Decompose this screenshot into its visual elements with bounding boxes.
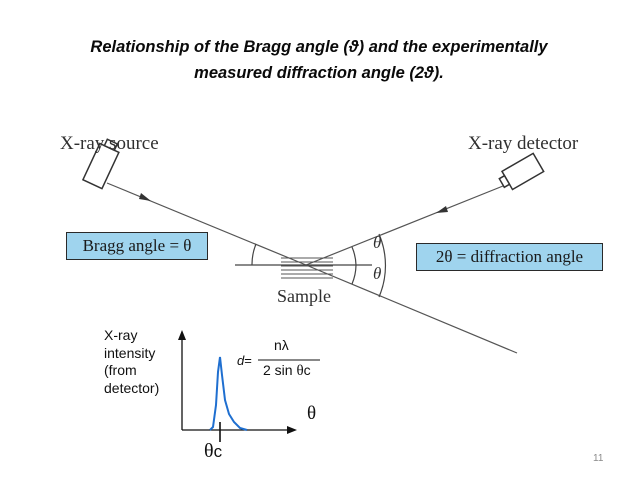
peak-curve bbox=[209, 356, 248, 431]
diffraction-angle-box: 2θ = diffraction angle bbox=[416, 243, 603, 271]
peak-theta-c-label: θc bbox=[204, 440, 222, 463]
diffracted-beam-arrowhead bbox=[436, 206, 448, 213]
y-label-line-1: X-ray bbox=[104, 327, 138, 343]
title-line-2: measured diffraction angle (2ϑ). bbox=[194, 64, 444, 82]
incident-beam-arrowhead bbox=[139, 193, 151, 201]
bragg-angle-arc bbox=[251, 243, 257, 266]
detector-label: X-ray detector bbox=[468, 133, 579, 154]
formula-den-sub: c bbox=[303, 362, 311, 378]
theta-arc-upper bbox=[351, 246, 357, 266]
graph-x-axis-arrowhead bbox=[287, 426, 297, 434]
source-label: X-ray source bbox=[60, 133, 159, 154]
x-axis-theta-label: θ bbox=[307, 403, 317, 424]
peak-theta-subscript: c bbox=[213, 442, 223, 461]
theta-upper-label: θ bbox=[373, 233, 382, 252]
theta-arc-lower bbox=[351, 264, 357, 285]
graph-y-axis-arrowhead bbox=[178, 330, 186, 340]
formula-den-theta: θ bbox=[296, 363, 304, 379]
xray-source-tube bbox=[81, 138, 120, 190]
formula-numerator: nλ bbox=[274, 337, 289, 353]
formula-den-prefix: 2 sin bbox=[263, 362, 297, 378]
sample-label: Sample bbox=[277, 286, 331, 306]
bragg-angle-box: Bragg angle = θ bbox=[66, 232, 208, 260]
formula-denominator: 2 sin θc bbox=[263, 362, 311, 380]
peak-theta-symbol: θ bbox=[204, 440, 214, 462]
diffracted-beam bbox=[305, 183, 509, 266]
sample-layers bbox=[281, 257, 333, 279]
formula-d: d= bbox=[237, 353, 252, 368]
y-label-line-2: intensity bbox=[104, 344, 156, 361]
title-line-1: Relationship of the Bragg angle (ϑ) and … bbox=[90, 38, 548, 56]
y-label-line-3: (from bbox=[104, 362, 137, 378]
two-theta-arc bbox=[378, 233, 386, 298]
xray-detector-box bbox=[498, 152, 545, 191]
transmitted-beam bbox=[305, 264, 518, 354]
y-label-line-4: detector) bbox=[104, 379, 160, 396]
page-number: 11 bbox=[593, 453, 604, 464]
theta-lower-label: θ bbox=[373, 264, 382, 283]
formula-equals: = bbox=[244, 353, 252, 368]
slide-title: Relationship of the Bragg angle (ϑ) and … bbox=[0, 34, 638, 86]
formula-d-letter: d bbox=[237, 353, 245, 368]
graph-y-label: X-ray intensity (from detector) bbox=[104, 327, 159, 397]
